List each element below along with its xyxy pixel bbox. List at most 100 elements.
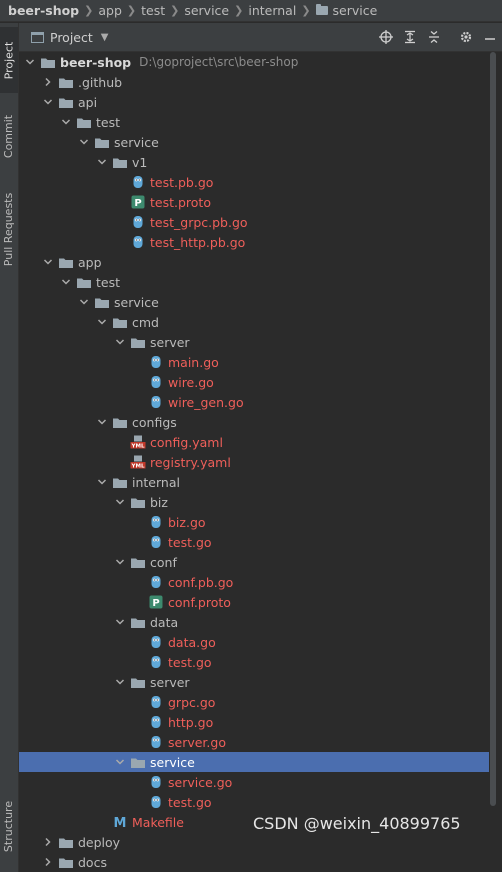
tree-folder-row[interactable]: test xyxy=(19,112,489,132)
tree-folder-row[interactable]: app xyxy=(19,252,489,272)
chevron-down-icon[interactable] xyxy=(95,155,109,169)
tree-item-label: conf.pb.go xyxy=(168,574,234,590)
tree-folder-row[interactable]: service xyxy=(19,292,489,312)
tree-folder-row[interactable]: configs xyxy=(19,412,489,432)
scrollbar-thumb[interactable] xyxy=(490,52,496,806)
chevron-down-icon[interactable] xyxy=(113,615,127,629)
tree-file-row[interactable]: conf.pb.go xyxy=(19,572,489,592)
tree-item-label: server.go xyxy=(168,734,226,750)
breadcrumb-item[interactable]: test xyxy=(141,3,165,18)
tree-folder-row[interactable]: test xyxy=(19,272,489,292)
folder-icon xyxy=(58,75,74,89)
side-tab-commit[interactable]: Commit xyxy=(0,103,18,169)
chevron-down-icon[interactable] xyxy=(113,495,127,509)
tree-file-row[interactable]: test.go xyxy=(19,532,489,552)
chevron-down-icon[interactable] xyxy=(113,675,127,689)
tree-file-row[interactable]: biz.go xyxy=(19,512,489,532)
tree-file-row[interactable]: http.go xyxy=(19,712,489,732)
folder-icon xyxy=(76,115,92,129)
chevron-down-icon[interactable] xyxy=(41,95,55,109)
chevron-down-icon[interactable] xyxy=(23,55,37,69)
tree-file-row[interactable]: test.pb.go xyxy=(19,172,489,192)
chevron-down-icon[interactable] xyxy=(77,135,91,149)
tree-file-row[interactable]: wire.go xyxy=(19,372,489,392)
tree-item-label: test.pb.go xyxy=(150,174,214,190)
collapse-all-button[interactable] xyxy=(422,25,446,49)
tree-folder-row[interactable]: conf xyxy=(19,552,489,572)
tree-folder-row[interactable]: data xyxy=(19,612,489,632)
chevron-down-icon[interactable] xyxy=(95,415,109,429)
tree-folder-row[interactable]: biz xyxy=(19,492,489,512)
breadcrumb-item[interactable]: beer-shop xyxy=(8,3,79,18)
tree-scrollbar[interactable] xyxy=(489,52,497,806)
chevron-down-icon[interactable] xyxy=(41,255,55,269)
folder-icon xyxy=(130,335,146,349)
chevron-down-icon[interactable] xyxy=(77,295,91,309)
tree-folder-row[interactable]: internal xyxy=(19,472,489,492)
breadcrumb-item[interactable]: service xyxy=(315,3,377,18)
tree-folder-row[interactable]: service xyxy=(19,132,489,152)
tree-item-label: test.proto xyxy=(150,194,211,210)
tree-folder-row[interactable]: docs xyxy=(19,852,489,872)
tree-item-label: main.go xyxy=(168,354,219,370)
go-file-icon xyxy=(148,775,164,789)
side-tab-pull-requests[interactable]: Pull Requests xyxy=(0,179,18,279)
yaml-file-icon: YML xyxy=(130,455,146,469)
locate-button[interactable] xyxy=(374,25,398,49)
tree-item-label: cmd xyxy=(132,314,159,330)
chevron-down-icon[interactable] xyxy=(95,315,109,329)
tree-file-row[interactable]: test.go xyxy=(19,792,489,812)
tree-item-label: data.go xyxy=(168,634,216,650)
tree-file-row[interactable]: test_grpc.pb.go xyxy=(19,212,489,232)
tree-item-label: Makefile xyxy=(132,814,184,830)
tree-folder-row[interactable]: .github xyxy=(19,72,489,92)
tree-folder-row[interactable]: server xyxy=(19,332,489,352)
breadcrumb-item[interactable]: internal xyxy=(248,3,296,18)
tree-folder-row[interactable]: service xyxy=(19,752,489,772)
tree-file-row[interactable]: wire_gen.go xyxy=(19,392,489,412)
settings-button[interactable] xyxy=(454,25,478,49)
tree-file-row[interactable]: data.go xyxy=(19,632,489,652)
side-tab-project[interactable]: Project xyxy=(0,27,18,93)
tree-file-row[interactable]: grpc.go xyxy=(19,692,489,712)
go-file-icon xyxy=(148,355,164,369)
chevron-right-icon[interactable] xyxy=(41,855,55,869)
folder-icon xyxy=(315,4,328,15)
expand-all-button[interactable] xyxy=(398,25,422,49)
chevron-down-icon[interactable] xyxy=(59,275,73,289)
chevron-right-icon[interactable] xyxy=(41,75,55,89)
side-tab-structure[interactable]: Structure xyxy=(0,793,18,859)
tree-item-label: biz.go xyxy=(168,514,206,530)
tree-file-row[interactable]: main.go xyxy=(19,352,489,372)
tree-file-row[interactable]: service.go xyxy=(19,772,489,792)
tree-item-label: service xyxy=(114,134,159,150)
project-view-selector[interactable]: Project ▼ xyxy=(31,30,108,45)
tree-item-label: conf xyxy=(150,554,177,570)
tree-file-row[interactable]: test_http.pb.go xyxy=(19,232,489,252)
tree-folder-row[interactable]: v1 xyxy=(19,152,489,172)
chevron-down-icon[interactable] xyxy=(113,755,127,769)
chevron-down-icon[interactable] xyxy=(113,335,127,349)
tree-folder-row[interactable]: deploy xyxy=(19,832,489,852)
tree-folder-row[interactable]: cmd xyxy=(19,312,489,332)
tree-item-label: wire_gen.go xyxy=(168,394,244,410)
chevron-down-icon[interactable] xyxy=(113,555,127,569)
chevron-right-icon[interactable] xyxy=(41,835,55,849)
breadcrumb-item[interactable]: service xyxy=(184,3,229,18)
tree-item-label: grpc.go xyxy=(168,694,216,710)
hide-button[interactable] xyxy=(478,25,502,49)
tree-file-row[interactable]: test.go xyxy=(19,652,489,672)
chevron-down-icon[interactable] xyxy=(95,475,109,489)
folder-icon xyxy=(94,295,110,309)
tree-folder-row[interactable]: api xyxy=(19,92,489,112)
breadcrumb-item[interactable]: app xyxy=(98,3,122,18)
tree-folder-row[interactable]: server xyxy=(19,672,489,692)
chevron-down-icon[interactable] xyxy=(59,115,73,129)
tree-file-row[interactable]: server.go xyxy=(19,732,489,752)
